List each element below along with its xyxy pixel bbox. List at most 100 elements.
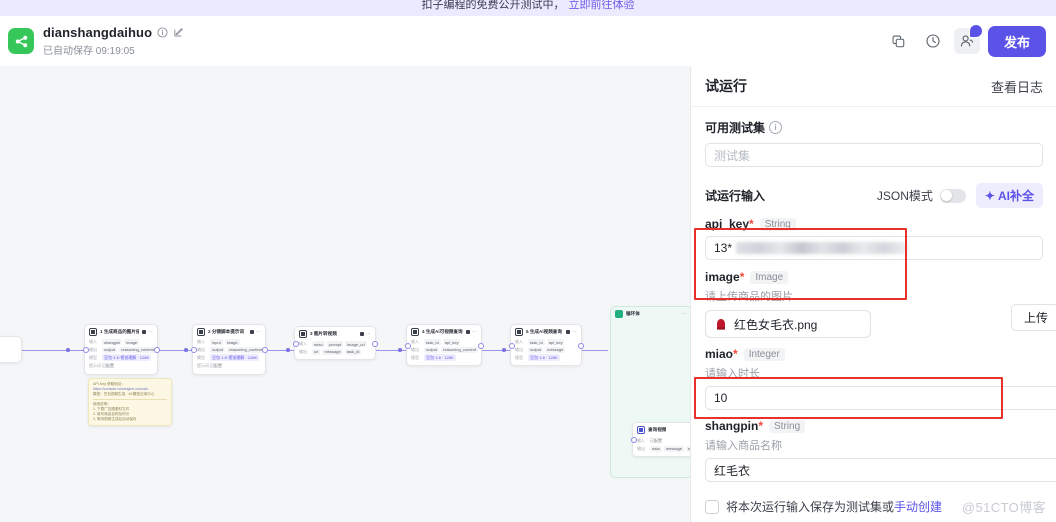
ai-complete-button[interactable]: ✦ AI补全 (975, 183, 1043, 208)
node-query-video[interactable]: 查询视频 输入 已配置 输出 data message status (630, 422, 690, 457)
node-row-key: 输入 (515, 339, 523, 344)
copy-icon[interactable] (886, 28, 912, 54)
node-pill: 豆包·1.6·视觉理解 · 128K (102, 354, 152, 361)
field-type-tag: String (769, 419, 806, 433)
publish-button[interactable]: 发布 (987, 25, 1046, 57)
node-title: 5 生成Ai视频查询 (526, 329, 562, 334)
node-title: 2 分镜脚本提示词 (208, 329, 244, 334)
node-pill: image (224, 339, 240, 345)
sticky-line[interactable]: https://console.volcengine.com/ark (93, 387, 149, 391)
field-label: miao* (705, 347, 738, 361)
node-port-out[interactable] (477, 343, 484, 349)
node-port-out[interactable] (371, 340, 378, 347)
node-4[interactable]: 4 生成Ai可视频查询 ⋯ 输入 task_id api_key 输出 outp… (404, 324, 484, 366)
node-pill: 已配置 (210, 363, 222, 368)
promo-banner-link[interactable]: 立即前往体验 (568, 0, 635, 11)
info-icon[interactable]: i (769, 121, 783, 134)
panel-body: 可用测试集 i 测试集 试运行输入 JSON模式 ✦ AI补全 api_key*… (691, 107, 1056, 515)
save-as-testset-row: 将本次运行输入保存为测试集或手动创建 (705, 498, 1043, 515)
wire-1 (156, 350, 194, 352)
node-row: 模型 豆包·1.6 · 128K (411, 354, 477, 361)
node-row-key: 输出 (411, 346, 419, 352)
node-menu-icon[interactable]: ⋯ (148, 329, 153, 335)
wire-dot-2 (286, 348, 290, 352)
node-status-icon (142, 330, 146, 334)
node-pill: message (545, 346, 566, 353)
node-menu-icon[interactable]: ⋯ (572, 329, 577, 335)
sparkle-icon: ✦ (984, 188, 995, 203)
node-row: 输入 task_id api_key (515, 339, 577, 345)
node-menu-icon[interactable]: ⋯ (366, 331, 371, 337)
miao-input[interactable]: 10 (705, 386, 1056, 410)
field-api-key: api_key* String 13* (705, 217, 1043, 260)
testset-label: 可用测试集 (705, 121, 766, 135)
json-mode-toggle[interactable] (939, 188, 966, 203)
node-pill: data (650, 445, 662, 452)
info-icon[interactable] (157, 27, 168, 38)
node-port-out[interactable] (153, 347, 160, 354)
history-icon[interactable] (920, 28, 946, 54)
wire-2 (264, 350, 294, 352)
uploaded-file-chip[interactable]: 红色女毛衣.png (705, 310, 871, 338)
node-title: 1 生成商品的图片描述 (100, 329, 139, 334)
node-port-in[interactable] (404, 343, 411, 349)
collaborator-icon[interactable] (953, 24, 983, 54)
node-port-in[interactable] (292, 340, 299, 347)
node-row-key: 输出 (299, 348, 307, 354)
save-as-testset-checkbox[interactable] (705, 499, 719, 514)
node-pill: input (210, 339, 223, 345)
field-type-tag: Integer (743, 347, 785, 361)
sticky-note[interactable]: API Key 获取地址： https://console.volcengine… (88, 378, 172, 426)
node-type-icon (299, 330, 307, 338)
manual-create-link[interactable]: 手动创建 (894, 500, 943, 514)
api-key-input[interactable]: 13* (705, 236, 1043, 260)
node-menu-icon[interactable]: ⋯ (472, 329, 477, 335)
api-key-redacted (736, 242, 909, 254)
node-row: 提示词 已配置 (89, 363, 153, 370)
sticky-line: API Key 获取地址： (93, 382, 125, 386)
group-menu-icon[interactable]: ⋯ (682, 311, 687, 317)
sticky-divider (93, 399, 167, 400)
upload-button[interactable]: 上传 (1010, 304, 1056, 331)
page-title: dianshangdaihuo (43, 25, 153, 40)
node-port-out[interactable] (261, 347, 268, 354)
node-row: 输出 output reasoning_content (411, 346, 479, 353)
node-partial-left[interactable]: 输出 image str 查看 (0, 336, 22, 363)
api-key-value: 13* (714, 241, 733, 255)
node-port-in[interactable] (630, 437, 637, 444)
node-row-key: 提示词 (89, 363, 101, 368)
node-row: 输入 shangpin image (89, 339, 153, 345)
sticky-line: 使用说明： (93, 402, 111, 406)
node-type-icon (637, 426, 645, 434)
promo-banner-text: 扣子编程的免费公开测试中， (421, 0, 565, 11)
node-row: 提示词 已配置 (197, 363, 261, 370)
node-5[interactable]: 5 生成Ai视频查询 ⋯ 输入 task_id api_key 输出 outpu… (508, 324, 584, 366)
edit-icon[interactable] (173, 27, 184, 38)
testset-input[interactable]: 测试集 (705, 143, 1043, 167)
node-row: 输出 output message (515, 346, 577, 353)
wire-dot-1 (184, 348, 188, 352)
node-pill: task_id (528, 339, 545, 345)
node-row-key: 输出 (89, 346, 97, 352)
workflow-canvas[interactable]: 输出 image str 查看 1 生成商品的图片描述 ⋯ 输入 shangpi… (0, 66, 690, 522)
field-description: 请输入时长 (705, 368, 760, 380)
node-2[interactable]: 2 分镜脚本提示词 ⋯ 输入 input image 输出 output rea… (190, 324, 268, 375)
node-1[interactable]: 1 生成商品的图片描述 ⋯ 输入 shangpin image 输出 outpu… (82, 324, 160, 375)
node-menu-icon[interactable]: ⋯ (256, 329, 261, 335)
field-label: api_key* (705, 217, 754, 231)
node-row-key: 输入 (299, 341, 307, 346)
field-type-tag: String (759, 217, 796, 231)
node-pill: task_id (344, 348, 362, 355)
node-row-key: 输入 (197, 339, 205, 344)
node-port-in[interactable] (508, 343, 515, 349)
node-3[interactable]: 3 图片转视频 ⋯ 输入 miao prompt image_url 输出 ur… (292, 326, 378, 360)
node-port-in[interactable] (190, 347, 197, 354)
node-port-out[interactable] (577, 343, 584, 349)
app-header: dianshangdaihuo 已自动保存 09:19:05 (0, 16, 1056, 67)
node-port-in[interactable] (82, 347, 89, 354)
watermark: @51CTO博客 (961, 500, 1046, 515)
node-pill: api_key (442, 339, 461, 345)
shangpin-input[interactable]: 红毛衣 (705, 458, 1056, 482)
view-log-link[interactable]: 查看日志 (990, 79, 1043, 95)
sticky-line: 2. 填写商品名称及时长 (93, 412, 130, 416)
